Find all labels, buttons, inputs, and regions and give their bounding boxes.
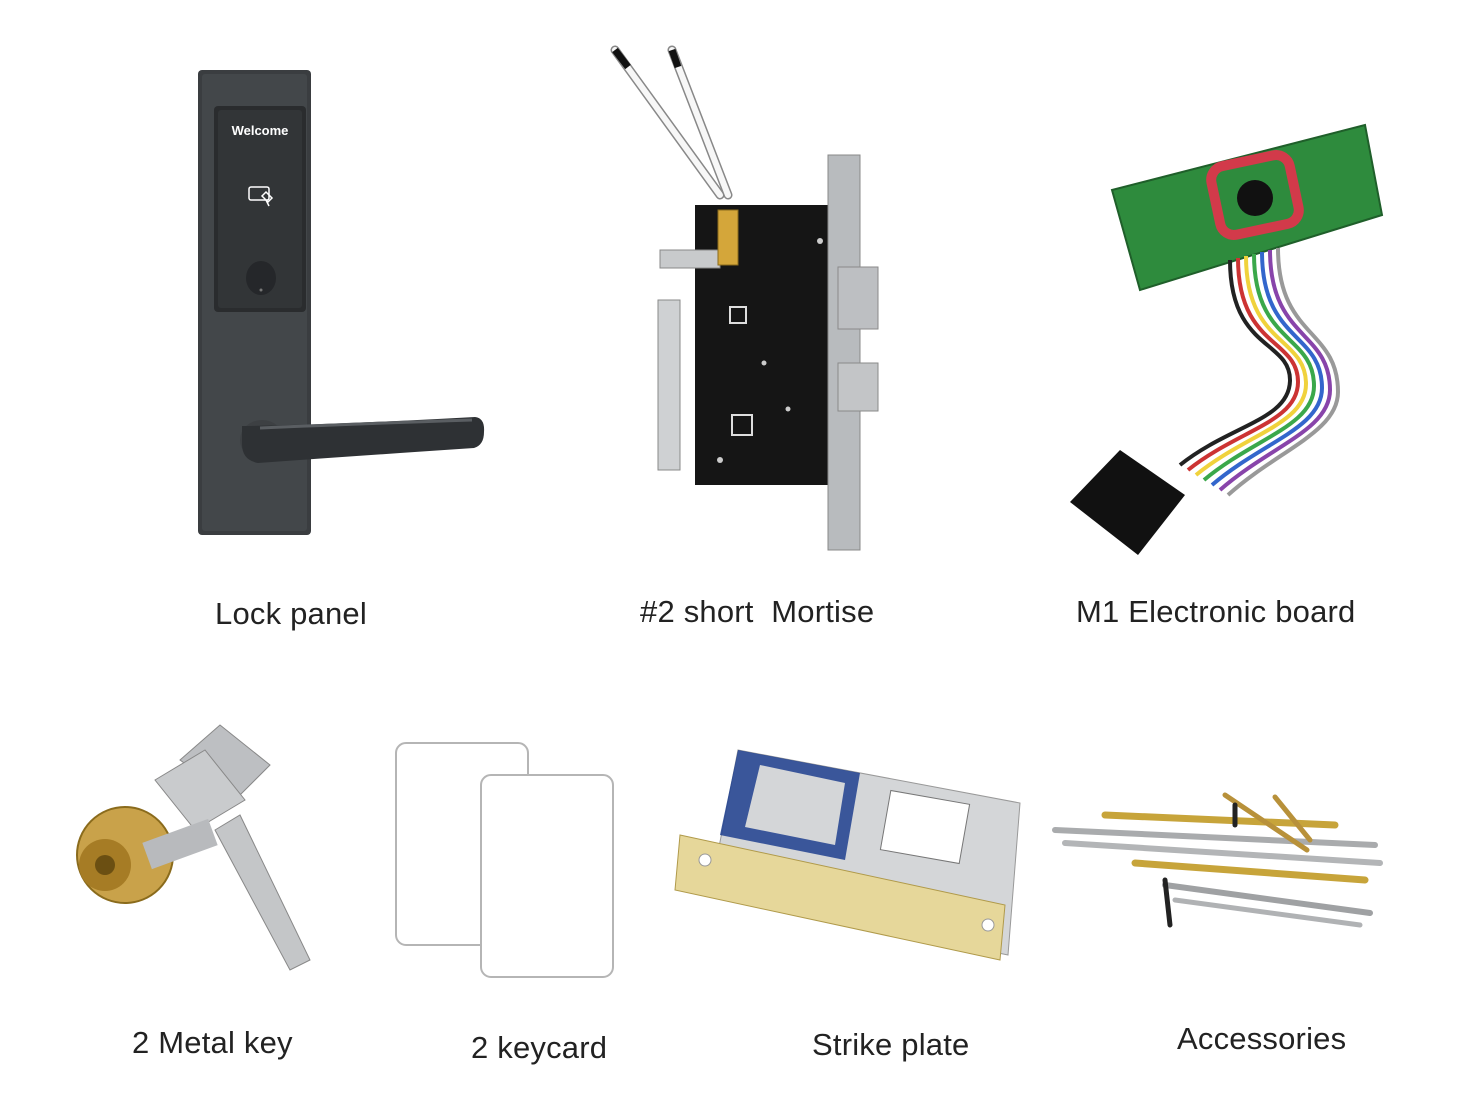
mortise-image [610, 45, 879, 551]
keyhole-icon [246, 261, 276, 295]
deadbolt [837, 266, 879, 330]
wire-harness [1178, 247, 1341, 497]
buzzer [1237, 180, 1273, 216]
strike-plate-image [674, 749, 1021, 961]
welcome-text: Welcome [232, 123, 289, 138]
faceplate [827, 154, 861, 551]
wires [610, 45, 733, 200]
caption-lock-panel: Lock panel [215, 596, 367, 631]
keycard-image [395, 742, 614, 978]
caption-electronic-board: M1 Electronic board [1076, 594, 1356, 629]
brass-cylinder [717, 209, 739, 266]
lever-handle [240, 417, 485, 463]
caption-strike-plate: Strike plate [812, 1027, 970, 1062]
strike-opening [879, 789, 971, 865]
lock-panel-image: Welcome [198, 70, 485, 535]
key-shaft [214, 814, 311, 971]
metal-key-image [76, 724, 311, 971]
key-blade-2 [657, 299, 681, 471]
brass-lip [674, 834, 1006, 961]
keycard-front [480, 774, 614, 978]
caption-keycard: 2 keycard [471, 1030, 608, 1065]
caption-metal-key: 2 Metal key [132, 1025, 293, 1060]
card-reader-icon [248, 186, 274, 207]
screws [1052, 792, 1383, 928]
accessories-image [1052, 792, 1383, 928]
caption-mortise: #2 short Mortise [640, 594, 875, 629]
latch-bolt [837, 362, 879, 412]
key-head [154, 749, 246, 831]
key-blade-1 [659, 249, 721, 269]
electronic-board-image [1070, 123, 1384, 555]
caption-accessories: Accessories [1177, 1021, 1347, 1056]
mortise-body [695, 205, 835, 485]
connector [1070, 450, 1185, 555]
antenna-coil [1206, 150, 1304, 240]
